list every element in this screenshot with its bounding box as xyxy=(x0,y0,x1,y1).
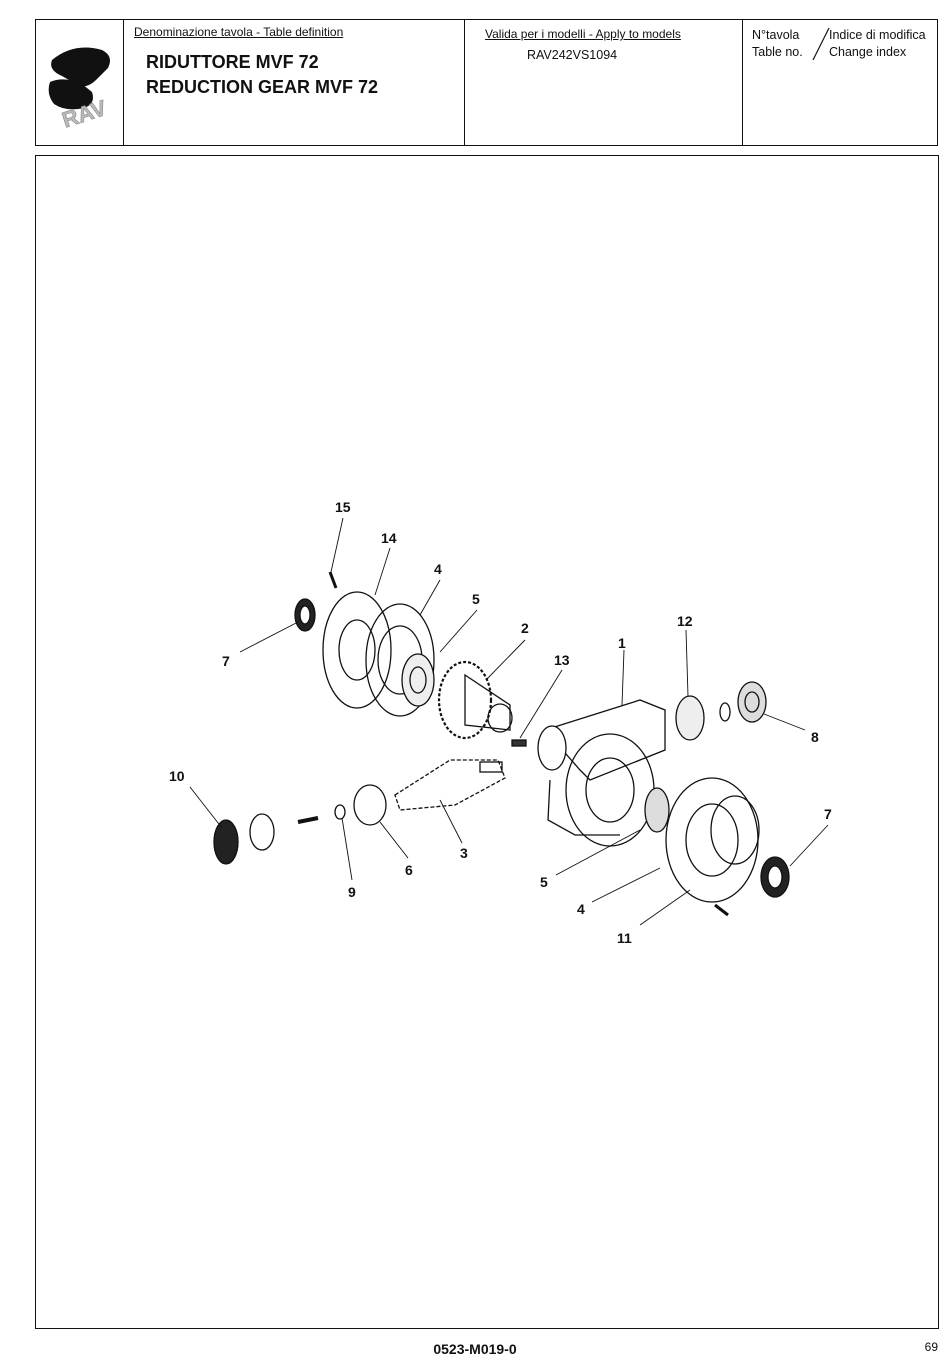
callout-6: 6 xyxy=(405,862,413,878)
callout-4: 4 xyxy=(434,561,442,577)
worm-shaft-part xyxy=(395,760,505,810)
callout-5-right: 5 xyxy=(540,874,548,890)
drawing-code: 0523-M019-0 xyxy=(0,1341,950,1357)
right-bearing-part xyxy=(676,682,766,740)
callout-4-right: 4 xyxy=(577,901,585,917)
callout-15: 15 xyxy=(335,499,351,515)
page-number: 69 xyxy=(925,1340,938,1354)
gear-part xyxy=(439,662,512,738)
callout-9: 9 xyxy=(348,884,356,900)
callout-7-left: 7 xyxy=(222,653,230,669)
callout-8: 8 xyxy=(811,729,819,745)
small-parts xyxy=(214,785,386,864)
output-flange-part xyxy=(645,778,789,915)
callout-10: 10 xyxy=(169,768,185,784)
callout-7-right: 7 xyxy=(824,806,832,822)
callout-12: 12 xyxy=(677,613,693,629)
key-part xyxy=(512,740,526,746)
callout-14: 14 xyxy=(381,530,397,546)
callout-11: 11 xyxy=(617,930,632,946)
callout-13: 13 xyxy=(554,652,570,668)
callout-2: 2 xyxy=(521,620,529,636)
callout-numbers: 15 14 4 5 2 13 1 12 7 8 10 9 6 3 5 4 11 … xyxy=(169,499,832,946)
callout-5: 5 xyxy=(472,591,480,607)
callout-1: 1 xyxy=(618,635,626,651)
housing-part xyxy=(538,700,665,846)
callout-3: 3 xyxy=(460,845,468,861)
bearing-part xyxy=(402,654,434,706)
